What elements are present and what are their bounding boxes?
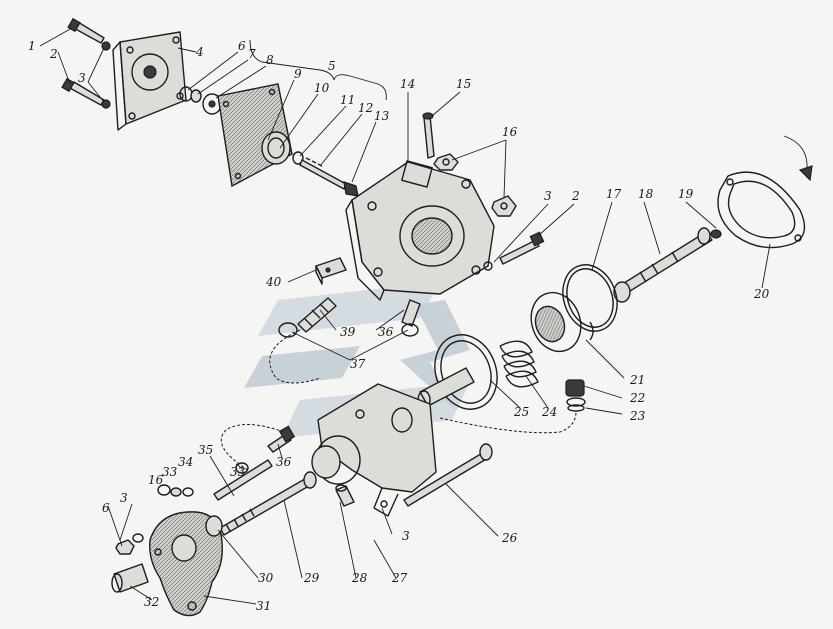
callout-30: 30 — [258, 571, 274, 585]
callout-31: 31 — [256, 599, 271, 613]
part-pin-28 — [335, 484, 355, 507]
rotation-arrow-head — [798, 165, 813, 182]
part-plug-39 — [278, 297, 337, 338]
callout-33-lower: 33 — [162, 465, 178, 479]
callout-32: 32 — [144, 595, 159, 609]
part-bolts-1 — [61, 17, 111, 109]
part-key-40 — [315, 257, 347, 285]
part-shaft-29 — [219, 471, 317, 536]
callout-16: 16 — [502, 125, 518, 139]
callout-11: 11 — [340, 93, 355, 107]
callout-24: 24 — [541, 405, 557, 419]
part-ring-17 — [562, 264, 618, 332]
part-washer-33-upper — [235, 462, 249, 474]
part-washers-6-7 — [179, 86, 222, 115]
callout-2: 2 — [49, 47, 58, 61]
part-gasket-20 — [717, 171, 806, 249]
callout-17: 17 — [606, 187, 622, 201]
callout-14: 14 — [400, 77, 415, 91]
part-washer-3-lower — [132, 533, 144, 543]
part-washers-16-33-34 — [157, 484, 194, 497]
watermark-bar-middle — [244, 346, 360, 388]
callout-34: 34 — [178, 455, 193, 469]
part-screw-36-lower — [267, 425, 296, 453]
callout-33-upper: 33 — [230, 465, 246, 479]
callout-3-lower-left: 3 — [120, 491, 128, 505]
callout-29: 29 — [303, 571, 320, 585]
callout-23: 23 — [629, 409, 646, 423]
callout-13: 13 — [374, 109, 390, 123]
callout-10: 10 — [314, 81, 330, 95]
part-body-main — [311, 383, 437, 517]
part-sleeve-25 — [417, 334, 498, 410]
part-fitting-22-23 — [565, 379, 586, 412]
dash-path-37 — [269, 329, 321, 384]
callout-1: 1 — [28, 39, 36, 53]
part-spring-24 — [499, 340, 539, 388]
callout-40: 40 — [265, 275, 282, 289]
part-stud-35 — [213, 459, 273, 501]
callout-16-lower: 16 — [148, 473, 164, 487]
callout-36-lower: 36 — [276, 455, 292, 469]
part-shaft-18 — [613, 227, 713, 303]
callout-15: 15 — [456, 77, 471, 91]
part-plug-15 — [422, 112, 435, 159]
callout-3-right: 3 — [544, 189, 552, 203]
leader-lines — [39, 27, 771, 605]
part-diaphragm-assembly-9-13 — [261, 131, 359, 197]
callout-20: 20 — [753, 287, 770, 301]
part-pin-32 — [111, 563, 149, 593]
part-plug-36-upper — [401, 299, 421, 337]
part-bushing-30 — [205, 515, 223, 537]
callout-6-lower: 6 — [102, 501, 110, 515]
part-housing-14 — [345, 160, 495, 301]
part-stud-26 — [403, 443, 493, 507]
callout-39: 39 — [340, 325, 356, 339]
part-seal-21 — [530, 291, 594, 353]
part-plate-31 — [149, 511, 223, 617]
callout-12: 12 — [358, 101, 373, 115]
part-bolt-2-3-right — [483, 231, 545, 271]
callout-6: 6 — [238, 39, 246, 53]
callout-labels: 1 2 3 4 5 6 7 8 9 10 11 12 13 14 15 16 3… — [28, 39, 770, 613]
callout-3: 3 — [78, 71, 86, 85]
callout-18: 18 — [638, 187, 654, 201]
part-pin-19 — [710, 229, 722, 239]
callout-5: 5 — [328, 59, 336, 73]
callout-21: 21 — [629, 373, 645, 387]
callout-25: 25 — [513, 405, 529, 419]
callout-19: 19 — [678, 187, 694, 201]
callout-8: 8 — [266, 53, 274, 67]
callout-4: 4 — [195, 45, 204, 59]
part-nuts-16 — [433, 153, 517, 217]
part-nut-6-lower — [115, 539, 135, 555]
callout-22: 22 — [629, 391, 645, 405]
callout-27: 27 — [391, 571, 408, 585]
callout-35: 35 — [198, 443, 213, 457]
dash-path-33 — [220, 424, 285, 471]
callout-26: 26 — [501, 531, 518, 545]
callout-3-lower-mid: 3 — [402, 529, 410, 543]
watermark-arrow — [400, 300, 470, 410]
callout-2-right: 2 — [571, 189, 580, 203]
bracket-5 — [249, 39, 387, 101]
part-cover-4 — [112, 31, 187, 131]
callout-37: 37 — [350, 357, 366, 371]
callout-36-upper: 36 — [378, 325, 394, 339]
callout-28: 28 — [351, 571, 368, 585]
callout-7: 7 — [248, 47, 256, 61]
callout-9: 9 — [294, 67, 302, 81]
